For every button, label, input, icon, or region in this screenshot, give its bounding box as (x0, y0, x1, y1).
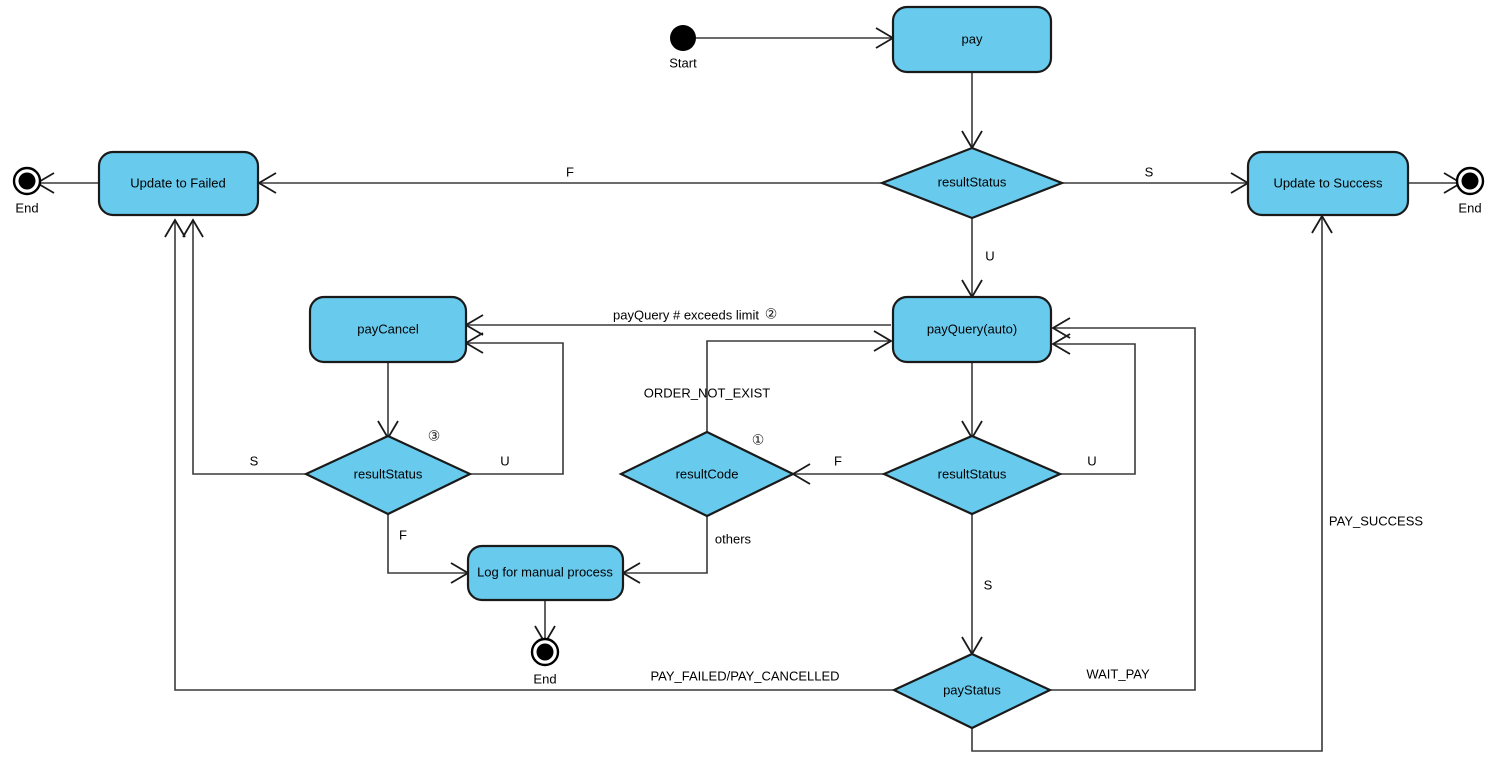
edge-label-order-not-exist: ORDER_NOT_EXIST (644, 385, 770, 400)
arrowhead-resultstatus2-u-loop (1051, 333, 1071, 355)
arrowhead-resultcode-ordernotexist (873, 330, 893, 352)
node-result-status-2-label: resultStatus (938, 466, 1007, 481)
node-result-code[interactable]: resultCode (618, 430, 796, 518)
edge-paystatus-paysuccess-to-updatesuccess (971, 218, 1323, 752)
node-result-status-1[interactable]: resultStatus (878, 146, 1066, 220)
edge-label-wait-pay: WAIT_PAY (1086, 666, 1150, 681)
node-end-log[interactable]: End (530, 637, 560, 686)
node-start[interactable]: Start (669, 25, 697, 70)
edge-resultcode-others-to-logmanual (625, 516, 708, 574)
node-pay-query-auto-label: payQuery(auto) (927, 321, 1017, 336)
node-result-status-3[interactable]: resultStatus (303, 434, 473, 516)
node-pay-cancel-label: payCancel (357, 321, 419, 336)
node-layer: Start pay resultStatus Update to Failed (12, 5, 1485, 730)
node-log-manual-process[interactable]: Log for manual process (466, 544, 625, 602)
edge-resultstatus3-s-to-updatefailed (192, 222, 306, 475)
edge-label-u-mid: U (500, 453, 509, 468)
node-update-to-success-label: Update to Success (1273, 175, 1383, 190)
edge-label-s-left: S (250, 453, 259, 468)
node-pay[interactable]: pay (891, 5, 1053, 74)
end-failed-label: End (15, 200, 38, 215)
node-result-status-2[interactable]: resultStatus (881, 434, 1063, 516)
node-log-manual-process-label: Log for manual process (477, 564, 613, 579)
arrowhead-paystatus-waitpay (1051, 317, 1071, 339)
edge-resultstatus3-u-loop-paycancel (468, 342, 564, 475)
node-update-to-failed-label: Update to Failed (130, 175, 225, 190)
edge-label-f-top: F (566, 164, 574, 179)
edge-paystatus-waitpay-to-payquery (1050, 327, 1196, 691)
node-update-to-success[interactable]: Update to Success (1246, 150, 1410, 217)
node-end-success[interactable]: End (1455, 166, 1485, 215)
edge-layer: Update to Failed --> Update to Success -… (35, 27, 1463, 752)
edge-label-f-lower: F (399, 527, 407, 542)
edge-label-f-mid: F (834, 453, 842, 468)
arrowhead-resultstatus3-s (182, 218, 204, 238)
edge-resultstatus3-f-to-logmanual (387, 514, 466, 574)
edge-resultcode-ordernotexist-to-payquery (706, 340, 889, 432)
node-result-code-label: resultCode (676, 466, 739, 481)
node-pay-status-label: payStatus (943, 682, 1001, 697)
start-label: Start (669, 55, 697, 70)
node-result-status-1-label: resultStatus (938, 174, 1007, 189)
arrowhead-paystatus-payfailed (164, 218, 186, 238)
edge-resultstatus2-u-loop-payquery (1055, 343, 1136, 475)
edge-label-pay-failed: PAY_FAILED/PAY_CANCELLED (650, 668, 839, 683)
edge-label-others: others (715, 531, 752, 546)
node-pay-query-auto[interactable]: payQuery(auto) (891, 295, 1053, 364)
edge-label-u-right: U (1087, 453, 1096, 468)
edge-label-s-top: S (1145, 164, 1154, 179)
annotation-layer: ② ③ ① (428, 306, 778, 448)
end-success-label: End (1458, 200, 1481, 215)
annotation-circled-1: ① (752, 432, 765, 448)
node-end-failed[interactable]: End (12, 166, 42, 215)
edge-label-s-lower: S (984, 577, 993, 592)
node-pay-label: pay (962, 31, 983, 46)
annotation-circled-2: ② (765, 306, 778, 322)
node-pay-cancel[interactable]: payCancel (308, 295, 468, 364)
edge-label-u-top: U (985, 248, 994, 263)
node-update-to-failed[interactable]: Update to Failed (97, 150, 260, 217)
node-result-status-3-label: resultStatus (354, 466, 423, 481)
end-log-label: End (533, 671, 556, 686)
edge-label-pay-success: PAY_SUCCESS (1329, 513, 1423, 528)
annotation-circled-3: ③ (428, 428, 441, 444)
edge-paystatus-payfailed-to-updatefailed (174, 222, 894, 691)
node-pay-status[interactable]: payStatus (891, 652, 1053, 730)
edge-label-layer: F S U payQuery # exceeds limit ORDER_NOT… (250, 164, 1424, 683)
edge-label-payquery-limit: payQuery # exceeds limit (613, 307, 759, 322)
